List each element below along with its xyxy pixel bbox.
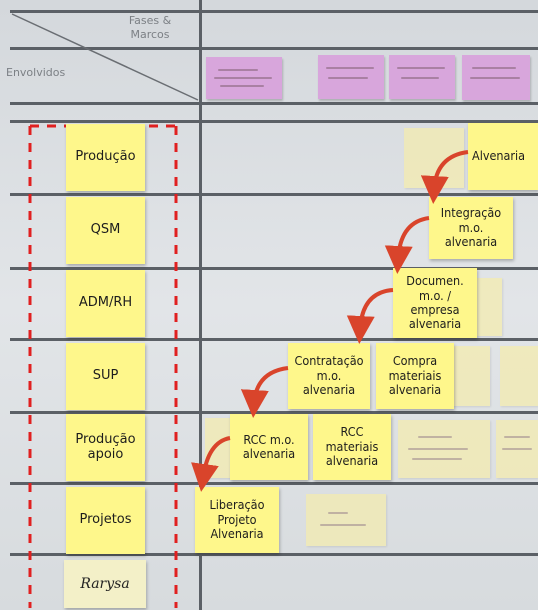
background-note-2 xyxy=(476,278,502,336)
phases-label-line1: Fases & xyxy=(128,14,172,27)
grid-line-row-2 xyxy=(10,267,538,270)
task-rcc-materiais: RCC materiais alvenaria xyxy=(313,414,391,480)
row-label-projetos: Projetos xyxy=(66,487,145,554)
header-diagonal xyxy=(11,13,199,101)
task-integracao: Integração m.o. alvenaria xyxy=(429,197,513,259)
arrow-adm-to-sup xyxy=(346,288,394,344)
milestone-note-2 xyxy=(318,55,384,99)
phases-label-line2: Marcos xyxy=(130,28,170,41)
task-liberacao: Liberação Projeto Alvenaria xyxy=(195,487,279,553)
arrow-qsm-to-adm xyxy=(384,216,430,274)
task-alvenaria: Alvenaria xyxy=(468,123,538,190)
milestone-note-4 xyxy=(462,55,530,100)
arrow-sup-to-apoio xyxy=(240,366,289,418)
task-compra: Compra materiais alvenaria xyxy=(376,343,454,409)
task-documen: Documen. m.o. / empresa alvenaria xyxy=(393,268,477,338)
background-note-3 xyxy=(450,346,490,406)
milestone-note-3 xyxy=(389,55,455,99)
task-contratacao: Contratação m.o. alvenaria xyxy=(288,343,370,409)
grid-line-header-2 xyxy=(10,102,538,105)
milestone-note-1 xyxy=(206,57,282,99)
phases-label: Fases & Marcos xyxy=(110,14,190,42)
grid-line-row-4 xyxy=(10,411,538,414)
grid-line-row-1 xyxy=(10,193,538,196)
row-label-producao-apoio: Produção apoio xyxy=(66,414,145,481)
arrow-apoio-to-projetos xyxy=(191,436,231,492)
grid-line-header-1 xyxy=(10,47,538,50)
grid-line-vertical xyxy=(199,0,202,610)
grid-line-row-3 xyxy=(10,338,538,341)
background-note-4 xyxy=(500,346,538,406)
grid-line-header-3 xyxy=(10,120,538,123)
grid-line-row-5 xyxy=(10,482,538,485)
arrow-producao-to-qsm xyxy=(420,150,469,204)
grid-line-row-6 xyxy=(10,553,538,556)
task-rcc-mo: RCC m.o. alvenaria xyxy=(230,414,308,480)
signature: Rarysa xyxy=(80,575,130,592)
background-note-7 xyxy=(496,420,538,478)
row-label-adm-rh: ADM/RH xyxy=(66,270,145,337)
signature-note: Rarysa xyxy=(64,560,146,608)
row-label-sup: SUP xyxy=(66,343,145,410)
row-label-qsm: QSM xyxy=(66,197,145,264)
background-note-8 xyxy=(306,494,386,546)
background-note-6 xyxy=(398,420,490,478)
grid-line-top xyxy=(10,10,538,13)
involved-label: Envolvidos xyxy=(6,66,66,79)
row-label-producao: Produção xyxy=(66,124,145,191)
